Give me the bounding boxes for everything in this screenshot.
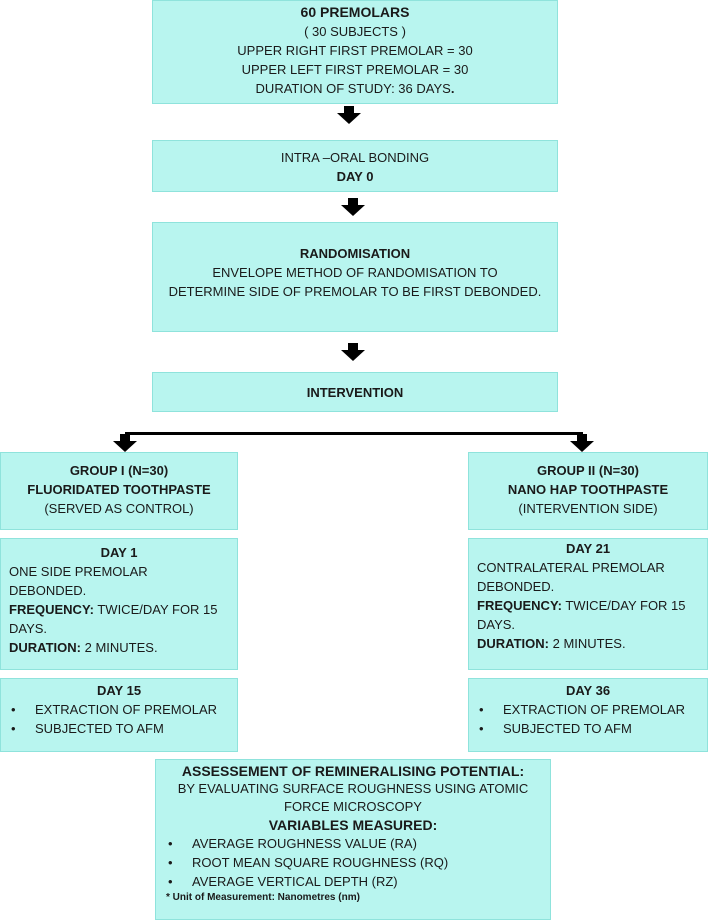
box-intervention: INTERVENTION <box>152 372 558 412</box>
box-bonding: INTRA –ORAL BONDING DAY 0 <box>152 140 558 192</box>
group1-title: GROUP I (N=30) <box>69 463 169 478</box>
day1-duration: DURATION: 2 MINUTES. <box>9 638 229 657</box>
upper-right-line: UPPER RIGHT FIRST PREMOLAR = 30 <box>237 43 473 58</box>
list-item: EXTRACTION OF PREMOLAR <box>5 700 233 719</box>
box-premolars: 60 PREMOLARS ( 30 SUBJECTS ) UPPER RIGHT… <box>152 0 558 104</box>
box-day15: DAY 15 EXTRACTION OF PREMOLAR SUBJECTED … <box>0 678 238 752</box>
box-day36: DAY 36 EXTRACTION OF PREMOLAR SUBJECTED … <box>468 678 708 752</box>
day36-list: EXTRACTION OF PREMOLAR SUBJECTED TO AFM <box>473 700 703 738</box>
box-group1: GROUP I (N=30) FLUORIDATED TOOTHPASTE (S… <box>0 452 238 530</box>
subjects-line: ( 30 SUBJECTS ) <box>304 24 406 39</box>
box-day1: DAY 1 ONE SIDE PREMOLAR DEBONDED. FREQUE… <box>0 538 238 670</box>
box-group2: GROUP II (N=30) NANO HAP TOOTHPASTE (INT… <box>468 452 708 530</box>
bonding-line: INTRA –ORAL BONDING <box>280 150 430 165</box>
unit-footnote: * Unit of Measurement: Nanometres (nm) <box>166 892 360 903</box>
list-item: AVERAGE VERTICAL DEPTH (RZ) <box>162 872 544 891</box>
day1-frequency: FREQUENCY: TWICE/DAY FOR 15 <box>9 600 229 619</box>
day21-dur-label: DURATION: <box>477 636 549 651</box>
variables-title: VARIABLES MEASURED: <box>268 817 438 833</box>
day0-line: DAY 0 <box>336 169 374 184</box>
group2-subtitle: NANO HAP TOOTHPASTE <box>507 482 669 497</box>
premolars-title: 60 PREMOLARS <box>300 4 410 20</box>
duration-text: DURATION OF STUDY: 36 DAYS <box>255 81 451 96</box>
day21-title: DAY 21 <box>565 541 611 556</box>
day21-freq-cont: DAYS. <box>477 617 516 632</box>
variables-list: AVERAGE ROUGHNESS VALUE (RA) ROOT MEAN S… <box>162 834 544 891</box>
group2-title: GROUP II (N=30) <box>537 463 639 478</box>
branch-line <box>125 432 583 435</box>
list-item: AVERAGE ROUGHNESS VALUE (RA) <box>162 834 544 853</box>
randomisation-line1: ENVELOPE METHOD OF RANDOMISATION TO <box>212 265 498 280</box>
box-day21: DAY 21 CONTRALATERAL PREMOLAR DEBONDED. … <box>468 538 708 670</box>
day1-freq-label: FREQUENCY: <box>9 602 94 617</box>
day21-line2: DEBONDED. <box>477 579 555 594</box>
box-assessment: ASSESSEMENT OF REMINERALISING POTENTIAL:… <box>155 759 551 920</box>
day21-frequency: FREQUENCY: TWICE/DAY FOR 15 <box>477 596 699 615</box>
day21-dur-value: 2 MINUTES. <box>548 636 626 651</box>
arrow-down-icon <box>341 343 365 361</box>
group1-subtitle: FLUORIDATED TOOTHPASTE <box>27 482 211 497</box>
assessment-line2: FORCE MICROSCOPY <box>284 799 422 814</box>
assessment-line1: BY EVALUATING SURFACE ROUGHNESS USING AT… <box>177 781 529 796</box>
group1-note: (SERVED AS CONTROL) <box>44 501 194 516</box>
list-item: EXTRACTION OF PREMOLAR <box>473 700 703 719</box>
day1-freq-cont: DAYS. <box>9 621 48 636</box>
day21-freq-value: TWICE/DAY FOR 15 <box>561 598 686 613</box>
duration-period: . <box>450 81 455 96</box>
day21-freq-label: FREQUENCY: <box>477 598 562 613</box>
day1-dur-value: 2 MINUTES. <box>80 640 158 655</box>
list-item: ROOT MEAN SQUARE ROUGHNESS (RQ) <box>162 853 544 872</box>
assessment-title: ASSESSEMENT OF REMINERALISING POTENTIAL: <box>181 763 525 779</box>
day1-freq-value: TWICE/DAY FOR 15 <box>93 602 218 617</box>
day36-title: DAY 36 <box>565 683 611 698</box>
upper-left-line: UPPER LEFT FIRST PREMOLAR = 30 <box>241 62 469 77</box>
arrow-down-icon <box>113 434 137 452</box>
arrow-down-icon <box>341 198 365 216</box>
group2-note: (INTERVENTION SIDE) <box>518 501 658 516</box>
day1-dur-label: DURATION: <box>9 640 81 655</box>
day1-title: DAY 1 <box>100 545 138 560</box>
day21-duration: DURATION: 2 MINUTES. <box>477 634 699 653</box>
randomisation-title: RANDOMISATION <box>299 246 411 261</box>
randomisation-line2: DETERMINE SIDE OF PREMOLAR TO BE FIRST D… <box>168 284 542 299</box>
day15-list: EXTRACTION OF PREMOLAR SUBJECTED TO AFM <box>5 700 233 738</box>
day15-title: DAY 15 <box>96 683 142 698</box>
day1-line2: DEBONDED. <box>9 583 87 598</box>
box-randomisation: RANDOMISATION ENVELOPE METHOD OF RANDOMI… <box>152 222 558 332</box>
arrow-down-icon <box>337 106 361 124</box>
day1-line1: ONE SIDE PREMOLAR <box>9 564 148 579</box>
list-item: SUBJECTED TO AFM <box>5 719 233 738</box>
arrow-down-icon <box>570 434 594 452</box>
list-item: SUBJECTED TO AFM <box>473 719 703 738</box>
duration-line: DURATION OF STUDY: 36 DAYS. <box>153 79 557 98</box>
day21-line1: CONTRALATERAL PREMOLAR <box>477 560 665 575</box>
intervention-title: INTERVENTION <box>306 385 404 400</box>
